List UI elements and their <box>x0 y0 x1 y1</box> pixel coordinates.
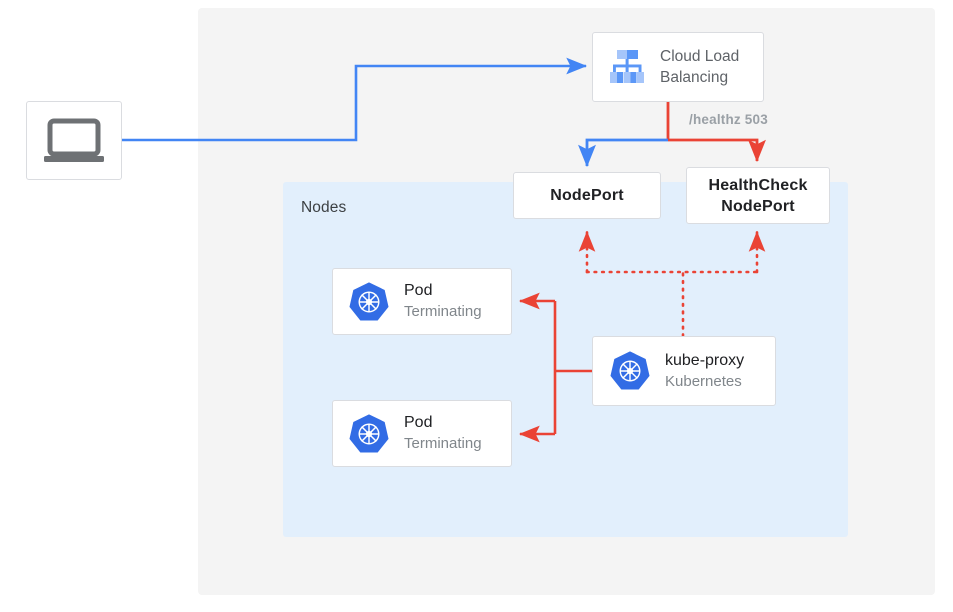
kube-proxy-text: kube-proxy Kubernetes <box>665 351 744 392</box>
healthz-edge-label: /healthz 503 <box>689 112 768 127</box>
kubernetes-icon <box>349 281 389 320</box>
healthcheck-nodeport-line-2: NodePort <box>721 197 795 215</box>
healthcheck-nodeport-node[interactable]: HealthCheck NodePort <box>686 167 830 224</box>
laptop-icon <box>44 118 104 162</box>
cloud-load-balancing-label: Cloud Load Balancing <box>660 46 739 88</box>
nodeport-label: NodePort <box>550 187 624 204</box>
cloud-load-balancing-node[interactable]: Cloud Load Balancing <box>592 32 764 102</box>
pod-title: Pod <box>404 282 433 299</box>
pod-text: Pod Terminating <box>404 413 482 454</box>
healthcheck-nodeport-label: HealthCheck NodePort <box>708 175 807 217</box>
kube-proxy-node[interactable]: kube-proxy Kubernetes <box>592 336 776 406</box>
pod-title: Pod <box>404 414 433 431</box>
pod-node[interactable]: Pod Terminating <box>332 400 512 467</box>
pod-node[interactable]: Pod Terminating <box>332 268 512 335</box>
cloud-load-balancing-line-2: Balancing <box>660 69 729 86</box>
cloud-load-balancing-icon <box>610 50 644 83</box>
pod-status: Terminating <box>404 303 482 320</box>
pod-status: Terminating <box>404 435 482 452</box>
kubernetes-icon <box>349 413 389 452</box>
client-node[interactable] <box>26 101 122 180</box>
kube-proxy-subtitle: Kubernetes <box>665 372 742 390</box>
cloud-load-balancing-line-1: Cloud Load <box>660 48 740 65</box>
healthcheck-nodeport-line-1: HealthCheck <box>708 176 808 194</box>
kubernetes-icon <box>610 351 650 390</box>
nodeport-node[interactable]: NodePort <box>513 172 661 219</box>
pod-text: Pod Terminating <box>404 281 482 322</box>
nodes-region-label: Nodes <box>301 199 347 216</box>
kube-proxy-title: kube-proxy <box>665 351 745 369</box>
